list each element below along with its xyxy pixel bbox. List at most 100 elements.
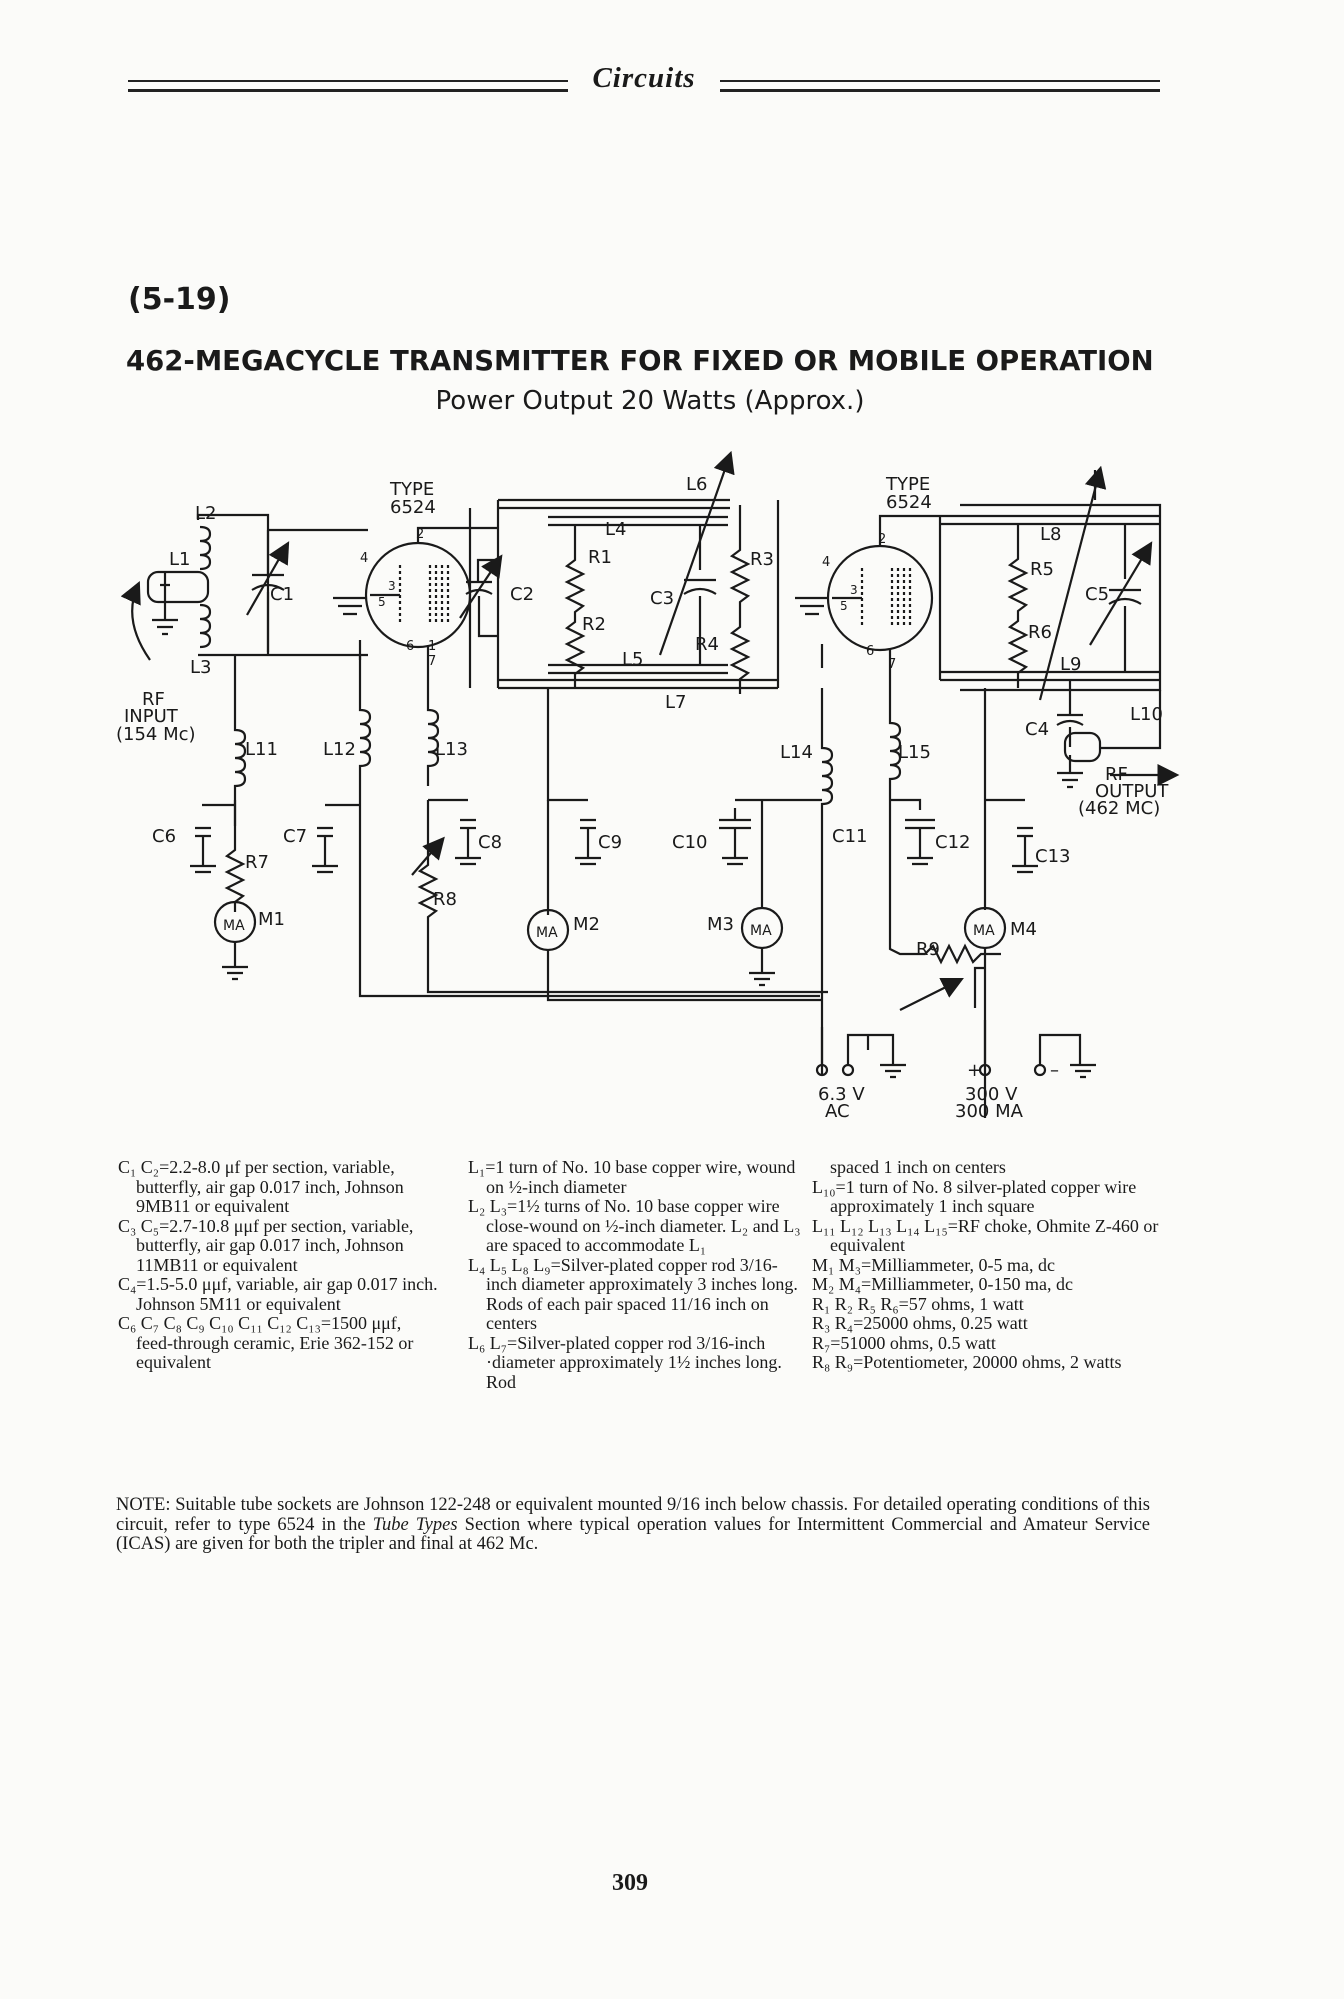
- label-r3: R3: [750, 549, 774, 570]
- label-tube-2: 6524: [886, 492, 932, 513]
- coil-l3: [199, 603, 212, 649]
- label-l8: L8: [1040, 524, 1061, 545]
- header-rule-right: [720, 80, 1160, 92]
- parts-entry: L₄ L₅ L₈ L₉=Silver-plated copper rod 3/1…: [468, 1254, 798, 1333]
- label-r5: R5: [1030, 559, 1054, 580]
- label-l15: L15: [898, 742, 931, 763]
- label-c3: C3: [650, 588, 674, 609]
- label-c9: C9: [598, 832, 622, 853]
- label-r9: R9: [916, 939, 940, 960]
- label-l2: L2: [195, 503, 216, 524]
- label-l12: L12: [323, 739, 356, 760]
- figure-number: (5-19): [128, 282, 231, 317]
- figure-title: 462-MEGACYCLE TRANSMITTER FOR FIXED OR M…: [126, 345, 1154, 377]
- schematic-labels: TYPE 6524 TYPE 6524 L2 L1 L3 C1 C2 R1 R2…: [116, 474, 1169, 1122]
- label-l6: L6: [686, 474, 707, 495]
- label-rf-in-1: RF: [142, 689, 165, 710]
- parts-entry: L₂ L₃=1½ turns of No. 10 base copper wir…: [468, 1196, 801, 1255]
- figure-subtitle: Power Output 20 Watts (Approx.): [435, 386, 865, 416]
- line-l9: [940, 670, 1160, 682]
- parts-list-column-1: C₁ C₂=2.2-8.0 μf per section, variable, …: [118, 1157, 438, 1373]
- tube2-pin-2: 2: [878, 532, 886, 547]
- meter-m1-ma: MA: [223, 918, 245, 934]
- resistor-r1-r2: [564, 525, 586, 689]
- label-minus: –: [1050, 1060, 1059, 1081]
- label-l5: L5: [622, 649, 643, 670]
- label-l1: L1: [169, 549, 190, 570]
- tube1-pin-7: 7: [428, 654, 436, 669]
- footnote: NOTE: Suitable tube sockets are Johnson …: [116, 1495, 1150, 1555]
- tube1-pin-1: 1: [428, 639, 436, 654]
- note-text-after: Section where typical operation values f…: [116, 1514, 1150, 1554]
- tube2-pin-7: 7: [888, 657, 896, 672]
- parts-list-column-2: L₁=1 turn of No. 10 base copper wire, wo…: [468, 1157, 808, 1392]
- parts-entry: C₄=1.5-5.0 μμf, variable, air gap 0.017 …: [118, 1274, 438, 1314]
- choke-l12: [358, 655, 820, 998]
- label-m2: M2: [573, 914, 600, 935]
- tube2-pin-6: 6: [866, 644, 874, 659]
- parts-entry: R₈ R₉=Potentiometer, 20000 ohms, 2 watts: [812, 1352, 1122, 1372]
- label-l9: L9: [1060, 654, 1081, 675]
- label-rf-out-3: (462 MC): [1078, 798, 1160, 819]
- label-c6: C6: [152, 826, 176, 847]
- parts-entry: C₆ C₇ C₈ C₉ C₁₀ C₁₁ C₁₂ C₁₃=1500 μμf, fe…: [118, 1313, 414, 1372]
- tube1-pin-4: 4: [360, 551, 368, 566]
- label-l14: L14: [780, 742, 813, 763]
- label-m3: M3: [707, 914, 734, 935]
- resistor-r5-r6: [1007, 524, 1029, 688]
- label-c7: C7: [283, 826, 307, 847]
- parts-list-column-3: spaced 1 inch on centers L₁₀=1 turn of N…: [812, 1157, 1162, 1373]
- label-r2: R2: [582, 614, 606, 635]
- label-supply1-v: 6.3 V: [818, 1084, 865, 1105]
- circuit-schematic: TYPE 6524 TYPE 6524 L2 L1 L3 C1 C2 R1 R2…: [116, 450, 1180, 1122]
- running-header: Circuits: [128, 62, 1160, 102]
- parts-entry: L₆ L₇=Silver-plated copper rod 3/16-inch…: [468, 1332, 782, 1392]
- label-type-1: TYPE: [389, 479, 434, 500]
- note-text-before: NOTE: Suitable tube sockets are Johnson …: [116, 1495, 1150, 1535]
- label-r1: R1: [588, 547, 612, 568]
- label-r4: R4: [695, 634, 719, 655]
- tube1-pin-3: 3: [388, 579, 396, 593]
- line-l8: [940, 514, 1160, 526]
- note-emphasis: Tube Types: [372, 1514, 458, 1535]
- label-r6: R6: [1028, 622, 1052, 643]
- tube2-pin-5: 5: [840, 599, 848, 613]
- line-l7: [498, 678, 778, 690]
- tube2-pin-3: 3: [850, 583, 858, 597]
- header-rule-left: [128, 80, 568, 92]
- label-l11: L11: [245, 739, 278, 760]
- choke-l11: [233, 700, 247, 826]
- parts-entry: L₁₀=1 turn of No. 8 silver-plated copper…: [812, 1176, 1137, 1216]
- meter-m3-ma: MA: [750, 923, 772, 939]
- label-supply1-ac: AC: [825, 1101, 850, 1122]
- label-m1: M1: [258, 909, 285, 930]
- label-c5: C5: [1085, 584, 1109, 605]
- label-r7: R7: [245, 852, 269, 873]
- parts-entry: R₁ R₂ R₅ R₆=57 ohms, 1 watt: [812, 1293, 1024, 1314]
- label-rf-out-2: OUTPUT: [1095, 781, 1169, 802]
- label-l10: L10: [1130, 704, 1163, 725]
- parts-entry: L₁=1 turn of No. 10 base copper wire, wo…: [468, 1157, 796, 1197]
- coil-l2: [199, 525, 212, 571]
- label-r8: R8: [433, 889, 457, 910]
- parts-entry: L₁₁ L₁₂ L₁₃ L₁₄ L₁₅=RF choke, Ohmite Z-4…: [812, 1215, 1159, 1255]
- choke-l14: [820, 688, 834, 1074]
- label-rf-out-1: RF: [1105, 764, 1128, 785]
- label-c1: C1: [270, 584, 294, 605]
- label-c2: C2: [510, 584, 534, 605]
- parts-entry-continuation: spaced 1 inch on centers: [830, 1157, 1006, 1177]
- label-supply2-v: 300 V: [965, 1084, 1018, 1105]
- line-l6: [498, 498, 730, 510]
- label-tube-1: 6524: [390, 497, 436, 518]
- label-l4: L4: [605, 519, 626, 540]
- choke-l13: [426, 655, 440, 786]
- tube1-pin-2: 2: [416, 527, 424, 542]
- label-l7: L7: [665, 692, 686, 713]
- tube1-pin-6: 6: [406, 639, 414, 654]
- page-number: 309: [612, 1870, 648, 1896]
- label-c4: C4: [1025, 719, 1049, 740]
- label-plus: +: [967, 1060, 982, 1081]
- label-l3: L3: [190, 657, 211, 678]
- label-rf-in-2: INPUT: [124, 706, 179, 727]
